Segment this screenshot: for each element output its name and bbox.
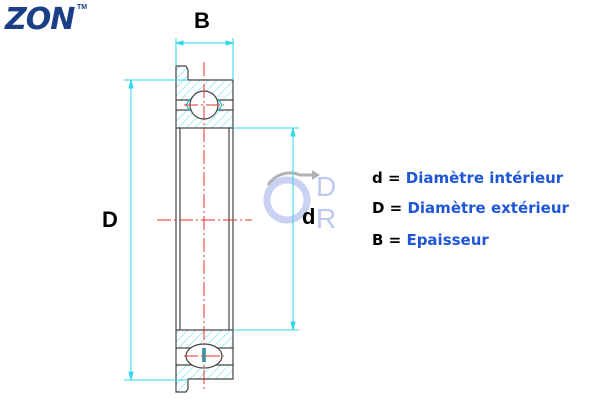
dimension-label-B: B [194,8,210,33]
watermark-icon: D R [263,170,336,234]
dimension-lines [124,38,299,381]
legend-label: Diamètre intérieur [405,169,564,187]
bearing-bore [175,128,234,330]
legend-key: B [372,231,384,249]
legend-equals: = [384,199,408,217]
legend-key: d [372,169,383,187]
legend-outer-diameter: D = Diamètre extérieur [372,199,569,217]
dimension-label-D: D [102,207,118,232]
legend-equals: = [383,231,407,249]
center-lines [157,62,252,392]
legend-label: Diamètre extérieur [407,199,569,217]
legend-equals: = [382,169,406,187]
legend-key: D [372,199,385,217]
legend-inner-diameter: d = Diamètre intérieur [372,169,563,187]
zon-logo: ZON [5,2,75,37]
legend-thickness: B = Epaisseur [372,231,489,249]
legend-label: Epaisseur [406,231,489,249]
watermark-letters: D [316,171,336,202]
bearing-top-section [175,65,234,129]
dimension-label-d: d [302,204,316,229]
svg-text:R: R [316,203,336,234]
trademark: TM [77,4,88,11]
